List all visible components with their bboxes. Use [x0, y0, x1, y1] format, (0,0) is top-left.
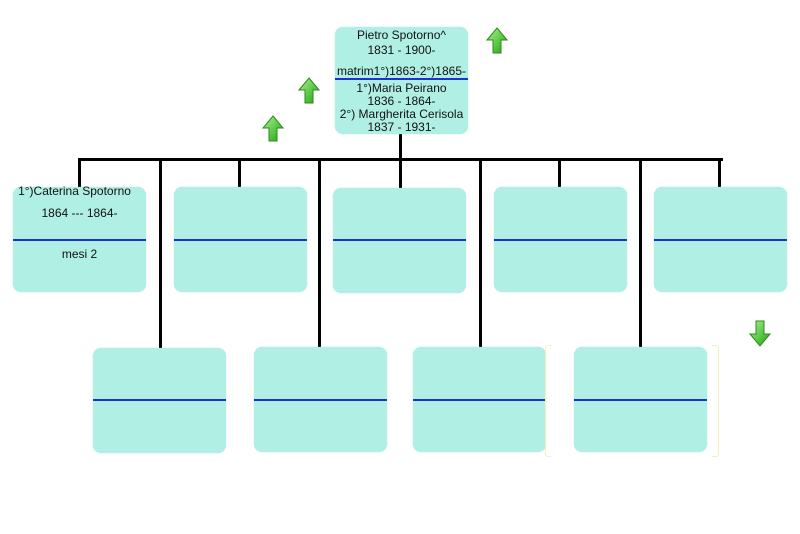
bracket-decoration	[545, 345, 551, 457]
spouse2-name: 2°) Margherita Cerisola	[339, 107, 464, 121]
child-separator	[254, 399, 387, 401]
drop-line-3	[238, 158, 241, 188]
child-separator	[174, 239, 307, 241]
drop-line-8	[639, 158, 642, 350]
child-box-9[interactable]	[574, 347, 707, 452]
child-box-8[interactable]	[413, 347, 546, 452]
child-dates: 1864 --- 1864-	[41, 206, 118, 220]
drop-line-9	[718, 158, 721, 188]
drop-line-4	[318, 158, 321, 350]
child-separator	[333, 239, 466, 241]
bracket-decoration	[712, 345, 719, 457]
root-stem-line	[399, 130, 402, 160]
root-separator	[335, 78, 468, 80]
up-arrow-icon[interactable]	[262, 115, 284, 143]
child-separator	[13, 239, 146, 241]
child-separator	[494, 239, 627, 241]
drop-line-1	[78, 158, 81, 188]
root-marriages: matrim1°)1863-2°)1865-	[337, 64, 466, 78]
child-box-7[interactable]	[254, 347, 387, 452]
drop-line-2	[159, 158, 162, 350]
child-box-3[interactable]	[333, 188, 466, 293]
spouse1-dates: 1836 - 1864-	[367, 94, 436, 108]
up-arrow-icon[interactable]	[486, 27, 508, 55]
child-box-4[interactable]	[494, 187, 627, 292]
root-person-box[interactable]: Pietro Spotorno^ 1831 - 1900- matrim1°)1…	[335, 27, 468, 134]
child-box-1[interactable]: 1°)Caterina Spotorno 1864 --- 1864- mesi…	[13, 185, 146, 292]
root-name: Pietro Spotorno^	[356, 28, 446, 42]
child-name: 1°)Caterina Spotorno	[18, 184, 131, 198]
drop-line-6	[479, 158, 482, 350]
child-note: mesi 2	[61, 247, 98, 261]
child-box-2[interactable]	[174, 187, 307, 292]
child-separator	[93, 399, 226, 401]
child-separator	[654, 239, 787, 241]
child-separator	[413, 399, 546, 401]
drop-line-7	[558, 158, 561, 188]
root-dates: 1831 - 1900-	[367, 43, 436, 57]
drop-line-5	[399, 158, 402, 188]
spouse2-dates: 1837 - 1931-	[367, 120, 436, 134]
child-box-6[interactable]	[93, 348, 226, 453]
child-box-5[interactable]	[654, 187, 787, 292]
child-separator	[574, 399, 707, 401]
spouse1-name: 1°)Maria Peirano	[356, 81, 447, 95]
up-arrow-icon[interactable]	[298, 77, 320, 105]
down-arrow-icon[interactable]	[749, 320, 771, 348]
